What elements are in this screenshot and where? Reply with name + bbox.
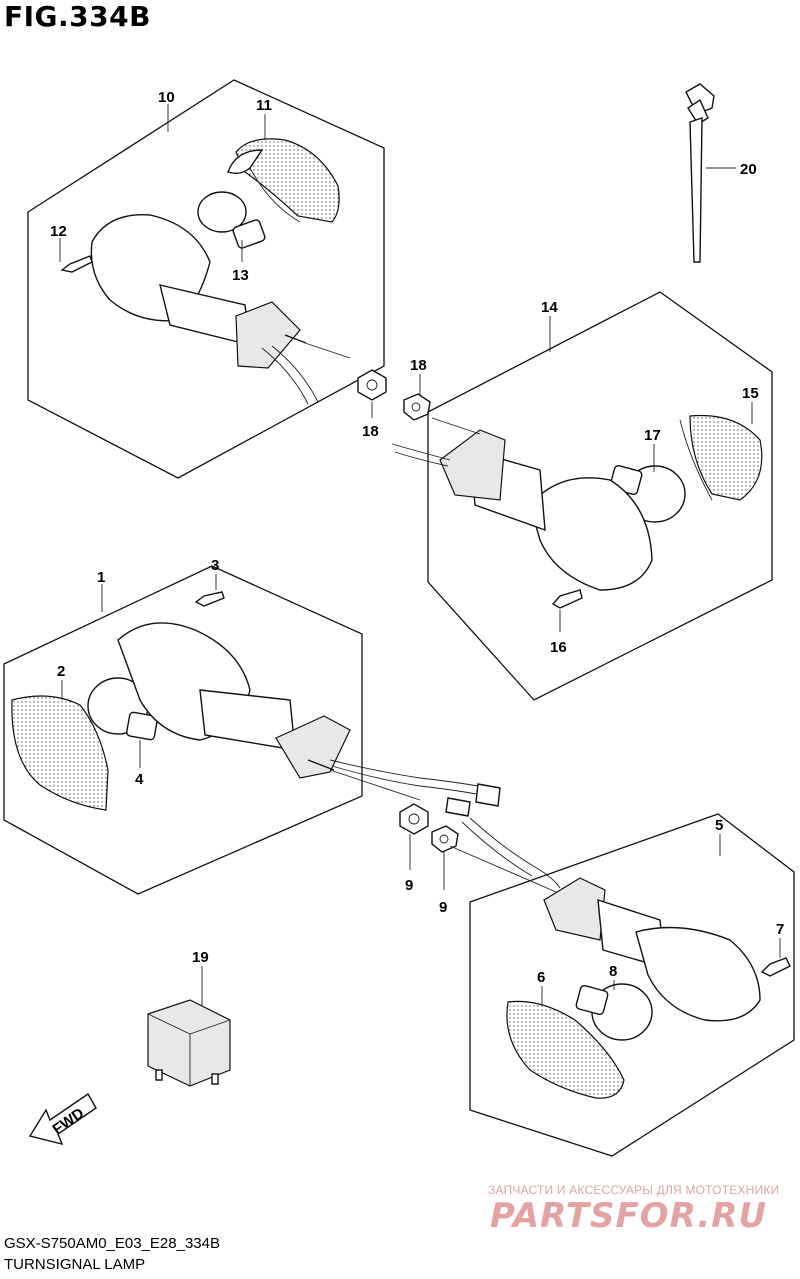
figure-title: FIG.334B <box>4 0 151 33</box>
assembly-1-front-left-turnsignal <box>3 565 501 895</box>
callout-20: 20 <box>740 161 757 178</box>
watermark-logo: PARTSFOR.RU <box>490 1196 768 1236</box>
callout-1: 1 <box>97 569 105 586</box>
nut-18-upper <box>357 369 431 421</box>
watermark-subtitle: ЗАПЧАСТИ И АКСЕССУАРЫ ДЛЯ МОТОТЕХНИКИ <box>488 1183 780 1197</box>
callout-19: 19 <box>192 949 209 966</box>
nut-9-pair <box>399 803 459 853</box>
callout-9-right: 9 <box>439 899 447 916</box>
assembly-10-rear-left-turnsignal <box>27 79 385 479</box>
callout-13: 13 <box>232 267 249 284</box>
callout-6: 6 <box>537 969 545 986</box>
callout-10: 10 <box>158 89 175 106</box>
callout-15: 15 <box>742 385 759 402</box>
callout-8: 8 <box>609 963 617 980</box>
assembly-5-front-right-turnsignal <box>449 813 795 1157</box>
callout-9-left: 9 <box>405 877 413 894</box>
callout-18-upper: 18 <box>410 357 427 374</box>
callout-7: 7 <box>776 921 784 938</box>
diagram-name: TURNSIGNAL LAMP <box>4 1256 146 1273</box>
diagram-code: GSX-S750AM0_E03_E28_334B <box>4 1235 220 1252</box>
relay-19 <box>147 999 231 1087</box>
callout-4: 4 <box>135 771 144 788</box>
callout-3: 3 <box>211 557 219 574</box>
callout-11: 11 <box>256 97 272 114</box>
callout-17: 17 <box>644 427 661 444</box>
callout-2: 2 <box>57 663 65 680</box>
leader-lines <box>59 104 781 1006</box>
callout-18-lower: 18 <box>362 423 379 440</box>
callout-numbers: 10 11 12 13 20 14 18 18 15 17 16 1 3 2 4… <box>50 89 784 986</box>
assembly-14-rear-right-turnsignal <box>391 291 773 701</box>
cable-tie-20 <box>685 83 715 263</box>
callout-14: 14 <box>541 299 558 316</box>
callout-16: 16 <box>550 639 567 656</box>
callout-5: 5 <box>715 817 723 834</box>
fwd-arrow: FWD <box>28 1092 97 1146</box>
callout-12: 12 <box>50 223 67 240</box>
